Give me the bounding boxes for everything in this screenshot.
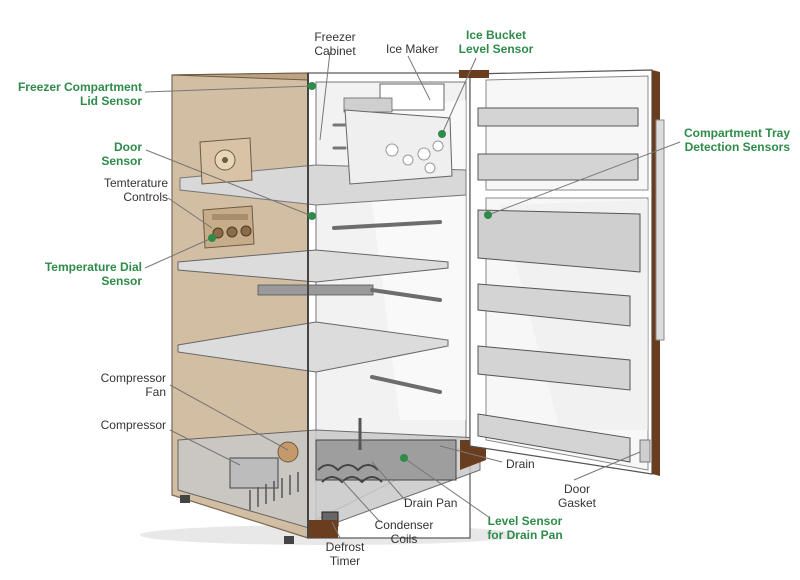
leader-temp-dial	[144, 237, 213, 269]
leader-tray-sensors	[487, 141, 681, 216]
leader-freezer-cabinet	[319, 51, 331, 141]
open-door	[459, 69, 665, 476]
leader-level-sensor	[403, 457, 491, 519]
base-trim	[308, 520, 338, 538]
sensor-dot-drain-pan	[400, 454, 408, 462]
sensor-dots	[208, 82, 492, 462]
shelf-support	[257, 284, 374, 296]
label-freezer-compartment-lid-sensor: Freezer Compartment Lid Sensor	[17, 80, 142, 108]
label-condenser-coils: Condenser Coils	[374, 518, 434, 546]
foot-right	[284, 536, 294, 544]
leader-compressor-fan	[169, 384, 289, 451]
leader-freezer-lid	[144, 85, 313, 93]
label-door-sensor: Door Sensor	[101, 140, 142, 168]
leader-ice-maker	[407, 55, 431, 101]
leader-condenser-coils	[339, 477, 381, 523]
label-drain-pan: Drain Pan	[404, 496, 458, 510]
sensor-dot-tray	[484, 211, 492, 219]
compressor-fan-box	[199, 137, 253, 185]
label-temperature-dial-sensor: Temperature Dial Sensor	[44, 260, 142, 288]
sensor-dot-temp-dial	[208, 234, 216, 242]
leader-compressor	[169, 429, 241, 466]
leader-door-sensor	[145, 149, 313, 217]
sensor-dot-freezer-lid	[308, 82, 316, 90]
leader-door-gasket	[573, 451, 641, 481]
label-defrost-timer: Defrost Timer	[325, 540, 365, 568]
leader-lines	[144, 51, 681, 539]
leader-ice-bucket	[441, 57, 477, 135]
leader-temp-controls	[167, 197, 213, 229]
freezer-wall-rods	[332, 123, 347, 150]
drain-pan-body	[315, 439, 457, 481]
sensor-dot-door	[308, 212, 316, 220]
label-compartment-tray-detection-sensors: Compartment Tray Detection Sensors	[683, 126, 790, 154]
label-drain: Drain	[506, 457, 535, 471]
label-ice-bucket-level-sensor: Ice Bucket Level Sensor	[458, 28, 534, 56]
label-level-sensor-for-drain-pan: Level Sensor for Drain Pan	[487, 514, 563, 542]
label-temperature-controls: Temterature Controls	[103, 176, 168, 204]
condenser-coil-fins	[249, 472, 299, 510]
label-door-gasket: Door Gasket	[557, 482, 596, 510]
label-compressor: Compressor	[100, 418, 166, 432]
condenser-coils-graphic	[317, 464, 383, 484]
leader-drain-pan	[371, 461, 406, 501]
shelf-2	[177, 321, 449, 373]
label-freezer-cabinet: Freezer Cabinet	[314, 30, 356, 58]
shelf-1	[177, 249, 449, 283]
foot-left	[180, 495, 190, 503]
label-ice-maker: Ice Maker	[386, 42, 439, 56]
leader-drain	[439, 445, 503, 463]
leader-defrost-timer	[331, 521, 341, 539]
ice-maker-unit	[343, 83, 453, 185]
sensor-dot-ice-bucket	[438, 130, 446, 138]
label-compressor-fan: Compressor Fan	[100, 371, 166, 399]
shelf-rails	[332, 220, 442, 394]
